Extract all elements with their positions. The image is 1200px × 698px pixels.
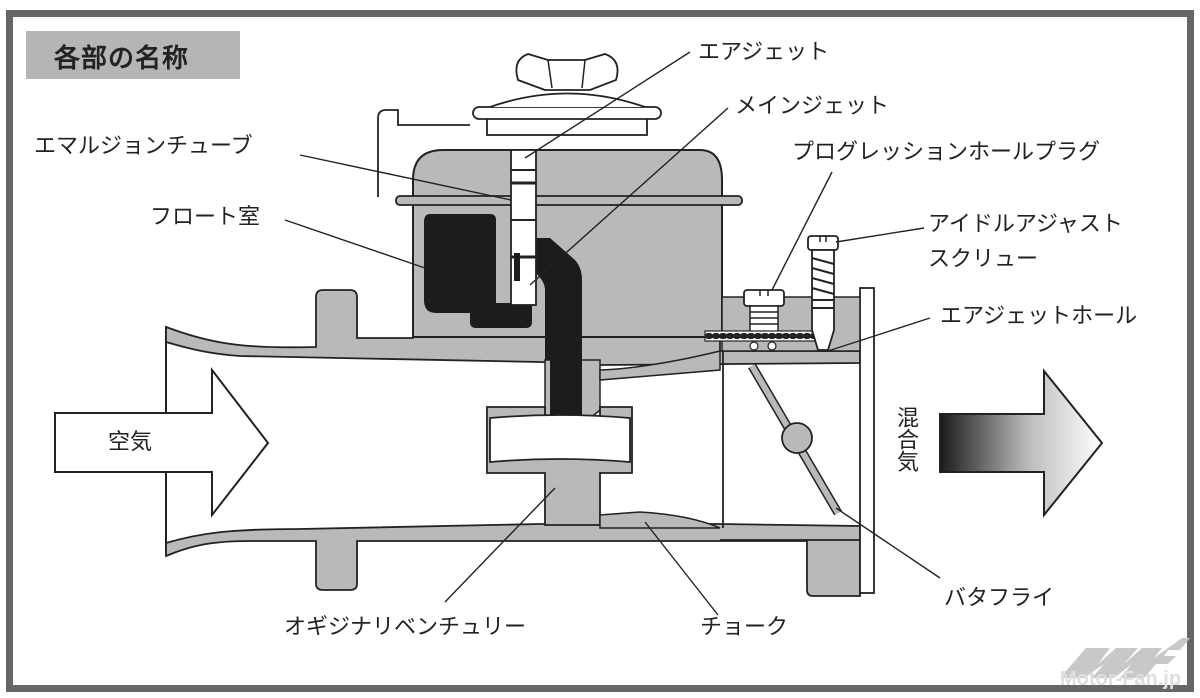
label-progression-hole-plug: プログレッションホールプラグ: [792, 140, 1101, 165]
progression-plug-head: [743, 289, 785, 307]
emulsion-tube: [510, 149, 537, 306]
idle-screw-head: [807, 235, 839, 251]
leader-lines: [284, 51, 941, 616]
float-chamber-rim: [395, 195, 743, 206]
lid-plate: [472, 106, 662, 120]
motorfan-logo-icon: [1060, 638, 1190, 678]
leader-choke: [644, 521, 719, 616]
leader-air-jet: [524, 51, 691, 159]
label-emulsion-tube: エマルジョンチューブ: [34, 134, 253, 159]
label-air: 空気: [108, 430, 153, 455]
label-float-chamber: フロート室: [150, 205, 261, 230]
upper-right-block: [721, 296, 861, 352]
float: [424, 214, 532, 328]
title-box: [26, 31, 240, 79]
label-idle-adjust-screw-2: スクリュー: [928, 247, 1039, 272]
leader-butterfly: [835, 507, 941, 579]
bracket: [377, 109, 470, 197]
label-auxiliary-venturi: オギジナリベンチュリー: [284, 615, 527, 640]
leader-main-jet: [529, 107, 729, 286]
leader-auxiliary-venturi: [444, 487, 556, 603]
label-mixture: 混合気: [893, 406, 918, 472]
leader-idle-screw: [835, 227, 925, 243]
leader-progression-plug: [771, 171, 833, 291]
label-main-jet: メインジェット: [735, 94, 890, 119]
label-air-jet-hole: エアジェットホール: [940, 304, 1138, 329]
leader-float-chamber: [284, 219, 426, 269]
leader-emulsion-tube: [299, 154, 512, 201]
lid-dome: [489, 92, 646, 108]
air-arrow: [54, 367, 270, 518]
butterfly-valve: [748, 363, 842, 516]
leader-air-jet-hole: [827, 317, 931, 352]
label-air-jet: エアジェット: [698, 40, 830, 65]
choke: [599, 350, 721, 381]
diagram-title: 各部の名称: [54, 44, 190, 74]
label-choke: チョーク: [700, 615, 789, 640]
mixture-arrow: [939, 368, 1104, 518]
wing-nut: [515, 53, 619, 91]
lower-barrel-wall: [165, 523, 861, 591]
watermark-text: Motor-Fan.jp: [1060, 668, 1182, 690]
label-idle-adjust-screw-1: アイドルアジャスト: [928, 212, 1123, 237]
outlet-plate: [859, 287, 875, 594]
right-flange: [720, 539, 861, 597]
label-butterfly: バタフライ: [944, 586, 1055, 611]
